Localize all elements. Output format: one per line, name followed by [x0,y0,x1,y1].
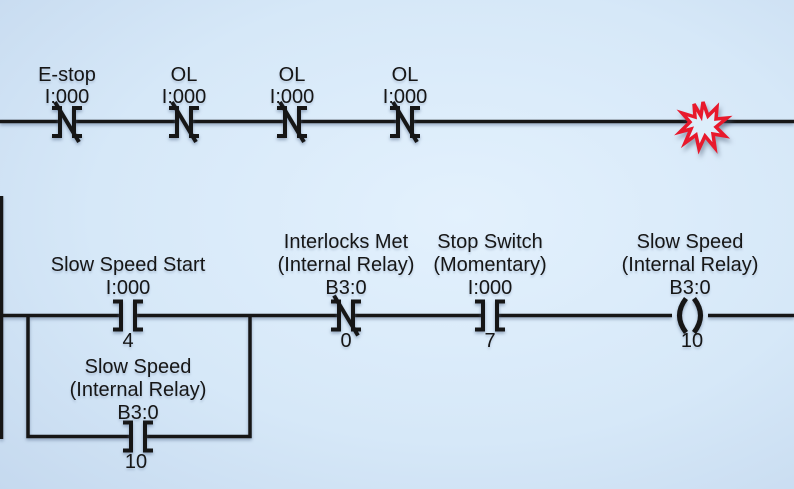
slow-speed-start-label: Slow Speed Start [50,254,206,276]
stop-switch-label: Stop Switch [437,231,543,253]
seal-in-label: Slow Speed [84,356,192,378]
ol2-label: OL [278,64,306,86]
ol1-address: I:000 [161,86,207,108]
stop-switch-no-contact-icon [475,299,505,332]
ol2-address: I:000 [269,86,315,108]
slow-speed-start-no-contact-icon [113,299,143,332]
slow-speed-coil-label: Slow Speed [636,231,744,253]
interlocks-met-nc-contact-icon [331,294,361,337]
slow-speed-coil-address: B3:0 [669,277,711,299]
slow-speed-coil-bit: 10 [680,330,704,352]
estop-nc-contact-icon [52,100,82,144]
seal-in-sublabel: (Internal Relay) [69,379,207,401]
ol2-nc-contact-icon [277,100,307,144]
estop-label: E-stop [38,64,96,86]
branch-wire [26,315,252,439]
stop-switch-sublabel: (Momentary) [433,254,547,276]
interlocks-met-bit: 0 [340,330,352,352]
slow-speed-coil-sublabel: (Internal Relay) [621,254,759,276]
ol3-label: OL [391,64,419,86]
ol3-nc-contact-icon [390,100,420,144]
interlocks-met-sublabel: (Internal Relay) [277,254,415,276]
stop-switch-bit: 7 [484,330,496,352]
ol1-label: OL [170,64,198,86]
ol1-nc-contact-icon [169,100,199,144]
stop-switch-address: I:000 [467,277,513,299]
interlocks-met-address: B3:0 [325,277,367,299]
slow-speed-start-bit: 4 [122,330,134,352]
slow-speed-start-address: I:000 [105,277,151,299]
contact-symbols [52,100,703,453]
slow-speed-output-coil-icon [677,296,703,335]
wires [0,119,794,439]
wire-break-icon [674,101,733,155]
estop-address: I:000 [44,86,90,108]
seal-in-address: B3:0 [117,402,159,424]
seal-in-bit: 10 [124,451,148,473]
interlocks-met-label: Interlocks Met [283,231,409,253]
ol3-address: I:000 [382,86,428,108]
slow-speed-seal-in-no-contact-icon [123,420,153,453]
